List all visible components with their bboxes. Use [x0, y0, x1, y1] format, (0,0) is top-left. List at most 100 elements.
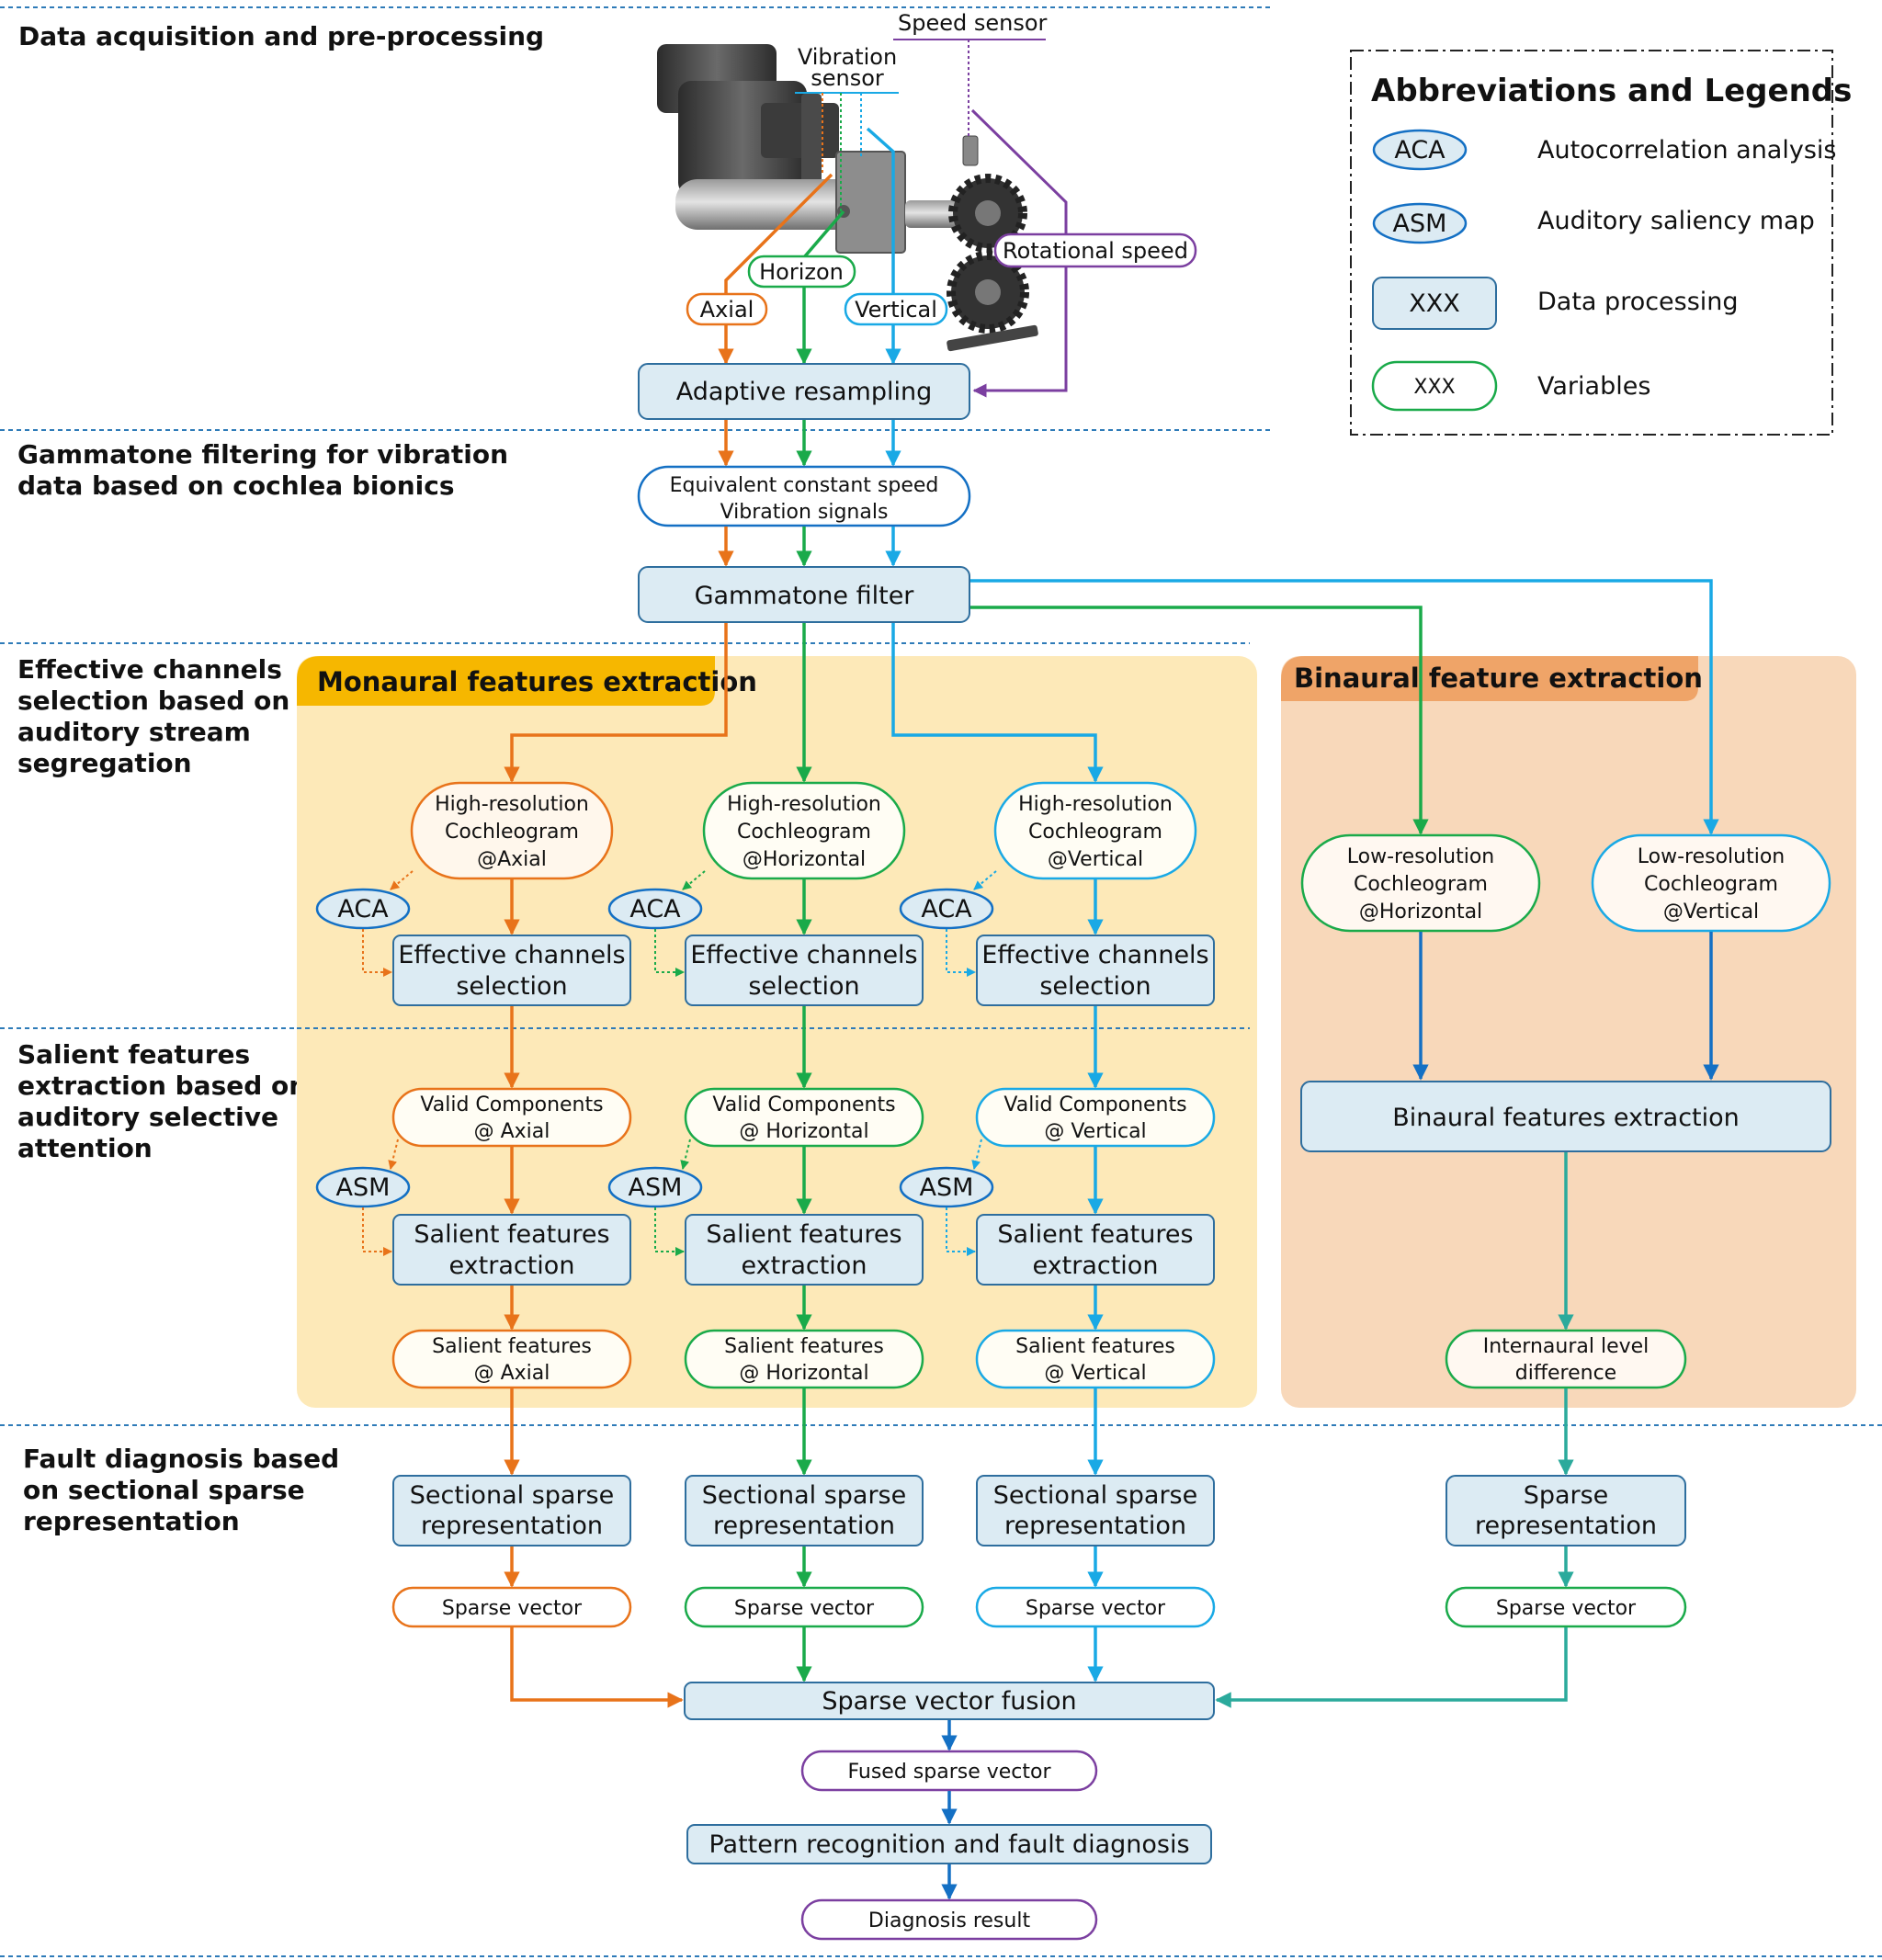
salient-extraction-label-axial: Salient features extraction	[414, 1220, 609, 1280]
sectional-sparse-box-vertical	[976, 1475, 1215, 1546]
salient-features-horizontal	[684, 1329, 924, 1389]
salient-features-vertical	[975, 1329, 1216, 1389]
salient-features-axial	[391, 1329, 632, 1389]
salient-extraction-label-horizontal-line1: Salient features	[706, 1220, 901, 1249]
speed-signal-line	[970, 108, 1068, 398]
vertical-pill-label: Vertical	[855, 297, 937, 323]
legend-asm-abbr: ASM	[1393, 210, 1447, 238]
salient-features-label-axial-line2: @ Axial	[474, 1362, 550, 1385]
vertical-signal-line	[866, 127, 901, 365]
aca-ellipse-axial	[315, 888, 411, 930]
aca-out-horizontal	[654, 929, 685, 977]
pattern-recognition-box	[686, 1824, 1212, 1864]
valid-components-axial	[391, 1087, 632, 1148]
effective-channels-label-horizontal-line1: Effective channels	[690, 941, 917, 969]
highres-cochleogram-axial-label-line2: Cochleogram	[445, 821, 579, 844]
stage-title-acquisition: Data acquisition and pre-processing	[18, 21, 544, 51]
fused-sparse-vector-label: Fused sparse vector	[847, 1761, 1051, 1784]
salient-extraction-label-axial-line1: Salient features	[414, 1220, 609, 1249]
gamma-to-mono-vertical	[891, 623, 1104, 783]
salient-features-label-horizontal-line2: @ Horizontal	[739, 1362, 868, 1385]
highres-cochleogram-axial-label-line3: @Axial	[477, 848, 547, 871]
gear-lower-hub	[975, 279, 1001, 305]
effective-channels-label-horizontal: Effective channels selection	[690, 941, 917, 1001]
valid-components-label-horizontal-line2: @ Horizontal	[739, 1120, 868, 1143]
binaural-panel: Binaural feature extraction	[1281, 656, 1856, 1408]
highres-cochleogram-horizontal-label-line2: Cochleogram	[737, 821, 871, 844]
monaural-panel-bg	[297, 656, 1257, 1408]
stage-titles: Data acquisition and pre-processing Gamm…	[17, 21, 544, 1536]
aca-label-vertical: ACA	[921, 895, 972, 923]
gear-rack	[947, 324, 1038, 352]
sparse-vector-pill-axial	[391, 1586, 632, 1628]
highres-cochleogram-axial-label-line1: High-resolution	[435, 793, 589, 816]
arrow-sv-to-fusion-axial	[510, 1627, 684, 1708]
stage-fault-line2: on sectional sparse	[23, 1475, 305, 1505]
speed-sensor-label: Speed sensor	[898, 10, 1048, 36]
monaural-title: Monaural features extraction	[317, 666, 757, 697]
adaptive-resampling-label: Adaptive resampling	[676, 378, 933, 406]
salient-features-label-horizontal-line1: Salient features	[724, 1335, 884, 1358]
asm-out-axial	[362, 1207, 392, 1256]
valid-components-label-vertical-line1: Valid Components	[1003, 1093, 1186, 1116]
aca-in-horizontal	[682, 870, 706, 890]
salient-features-label-vertical: Salient features@ Vertical	[1015, 1335, 1175, 1385]
effective-channels-label-axial: Effective channels selection	[398, 941, 625, 1001]
gamma-to-bin-vertical	[970, 579, 1719, 835]
salient-extraction-label-horizontal-line2: extraction	[742, 1252, 867, 1280]
lowres-horizontal-line2: Cochleogram	[1354, 873, 1488, 896]
highres-cochleogram-vertical-label-line3: @Vertical	[1048, 848, 1143, 871]
rotational-speed-pill	[993, 232, 1197, 268]
legend-process-box	[1372, 277, 1497, 330]
lowres-horizontal-line3: @Horizontal	[1359, 901, 1482, 923]
aca-ellipse-horizontal	[607, 888, 703, 930]
stage-gammatone-line2: data based on cochlea bionics	[17, 470, 455, 501]
axial-pill	[686, 292, 768, 326]
salient-extraction-label-vertical-line2: extraction	[1033, 1252, 1159, 1280]
legend-aca-ellipse	[1372, 129, 1468, 171]
salient-extraction-label-vertical-line1: Salient features	[997, 1220, 1193, 1249]
sparse-vector-fusion-box	[684, 1682, 1215, 1720]
valid-components-label-horizontal: Valid Components@ Horizontal	[712, 1093, 895, 1143]
asm-label-vertical: ASM	[920, 1173, 974, 1202]
salient-extraction-box-vertical	[976, 1214, 1215, 1286]
effective-channels-label-horizontal-line2: selection	[748, 972, 859, 1001]
sectional-sparse-label-axial-line2: representation	[421, 1512, 603, 1540]
valid-components-label-axial-line2: @ Axial	[474, 1120, 550, 1143]
highres-cochleogram-axial	[410, 781, 614, 880]
effective-channels-label-axial-line1: Effective channels	[398, 941, 625, 969]
aca-out-vertical	[946, 929, 976, 977]
lowres-horizontal-line1: Low-resolution	[1347, 845, 1494, 868]
stage-salient-line2: extraction based on	[17, 1071, 307, 1101]
stage-fault-line1: Fault diagnosis based	[23, 1444, 339, 1474]
salient-extraction-box-axial	[392, 1214, 631, 1286]
horizon-pill-label: Horizon	[759, 259, 844, 285]
legend-variable-pill	[1371, 360, 1498, 412]
aca-in-axial	[390, 870, 414, 890]
sectional-sparse-box-axial	[392, 1475, 631, 1546]
rotational-speed-pill-label: Rotational speed	[1003, 238, 1188, 264]
asm-ellipse-horizontal	[607, 1166, 703, 1208]
bearing-housing	[835, 151, 906, 254]
salient-features-label-vertical-line2: @ Vertical	[1044, 1362, 1146, 1385]
effective-channels-label-axial-line2: selection	[456, 972, 567, 1001]
horizon-pill	[747, 255, 856, 289]
valid-components-label-vertical: Valid Components@ Vertical	[1003, 1093, 1186, 1143]
salient-extraction-label-axial-line2: extraction	[449, 1252, 575, 1280]
sectional-sparse-label-axial-line1: Sectional sparse	[410, 1481, 614, 1510]
sparse-vector-label-axial: Sparse vector	[442, 1597, 583, 1620]
interaural-level-line2: difference	[1515, 1362, 1616, 1385]
legend-variable-abbr: XXX	[1413, 376, 1455, 399]
stage-effective-line4: segregation	[17, 748, 192, 778]
